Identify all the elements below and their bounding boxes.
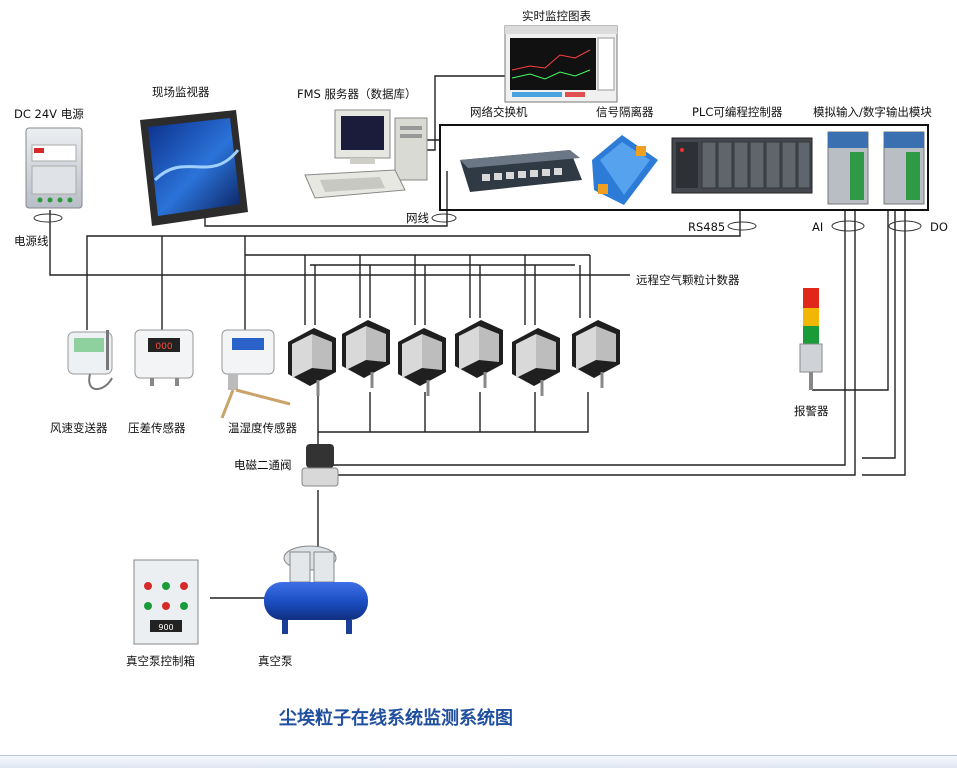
label-signal-isolator: 信号隔离器 (596, 105, 654, 119)
field-monitor-device (140, 110, 248, 226)
signal-isolator-device (592, 135, 658, 205)
label-vacuum-pump: 真空泵 (258, 654, 293, 668)
label-pressure-diff: 压差传感器 (128, 421, 186, 435)
particle-counter-unit (288, 328, 336, 396)
label-alarm: 报警器 (794, 404, 829, 418)
plc-device (671, 137, 813, 194)
realtime-chart-device (504, 25, 618, 103)
solenoid-valve-device (301, 444, 339, 487)
temp-humidity-sensor-device (220, 329, 291, 419)
wire-rs485 (86, 210, 741, 330)
wire-ai (330, 210, 846, 466)
particle-counter-unit (342, 320, 390, 388)
label-io-module: 模拟输入/数字输出模块 (813, 105, 932, 119)
label-particle-counter: 远程空气颗粒计数器 (636, 273, 740, 287)
wire-vacuum-manifold (317, 392, 589, 433)
io-module-device (827, 131, 925, 205)
label-network-switch: 网络交换机 (470, 105, 528, 119)
wind-speed-transmitter-device (67, 330, 113, 391)
control-enclosure (439, 124, 929, 211)
label-power-cable: 电源线 (14, 234, 49, 248)
power-cable-marker (33, 213, 63, 223)
vacuum-panel-readout: 900 (158, 623, 173, 632)
fms-server-device (304, 109, 428, 199)
label-monitor-chart: 实时监控图表 (522, 9, 591, 23)
label-rs485: RS485 (688, 220, 725, 234)
network-switch-device (460, 150, 582, 192)
particle-counter-unit (512, 328, 560, 396)
particle-counter-unit (398, 328, 446, 396)
label-ai: AI (812, 220, 823, 234)
vacuum-control-box-device: 900 (133, 559, 199, 645)
cable-markers (33, 213, 922, 232)
alarm-tower-device (799, 288, 823, 390)
dc-power-supply-device (25, 127, 83, 209)
particle-counter-unit (455, 320, 503, 388)
vacuum-pump-device (264, 545, 368, 634)
label-dc-power: DC 24V 电源 (14, 107, 84, 121)
do-marker (888, 220, 922, 232)
label-fms-server: FMS 服务器（数据库） (297, 87, 417, 101)
rs485-marker (727, 221, 757, 231)
labels: 实时监控图表 DC 24V 电源 现场监视器 FMS 服务器（数据库） 网络交换… (14, 9, 948, 729)
label-wind-speed: 风速变送器 (50, 421, 108, 435)
footer-bar (0, 755, 957, 768)
particle-counters (288, 320, 620, 396)
label-network-cable: 网线 (406, 211, 429, 225)
label-vacuum-box: 真空泵控制箱 (126, 654, 195, 668)
pressure-diff-sensor-device: 000 (134, 329, 194, 386)
particle-counter-unit (572, 320, 620, 388)
label-plc: PLC可编程控制器 (692, 105, 783, 119)
ai-marker (831, 220, 865, 232)
network-cable-marker (431, 213, 457, 223)
wire-power (49, 210, 630, 276)
wire-do-alarm (812, 210, 889, 391)
wiring (49, 75, 906, 599)
diagram-title: 尘埃粒子在线系统监测系统图 (279, 707, 513, 729)
label-do: DO (930, 220, 948, 234)
label-field-monitor: 现场监视器 (152, 85, 210, 99)
label-solenoid-valve: 电磁二通阀 (234, 458, 292, 472)
label-temp-humidity: 温湿度传感器 (228, 421, 297, 435)
pressure-readout: 000 (155, 342, 172, 352)
